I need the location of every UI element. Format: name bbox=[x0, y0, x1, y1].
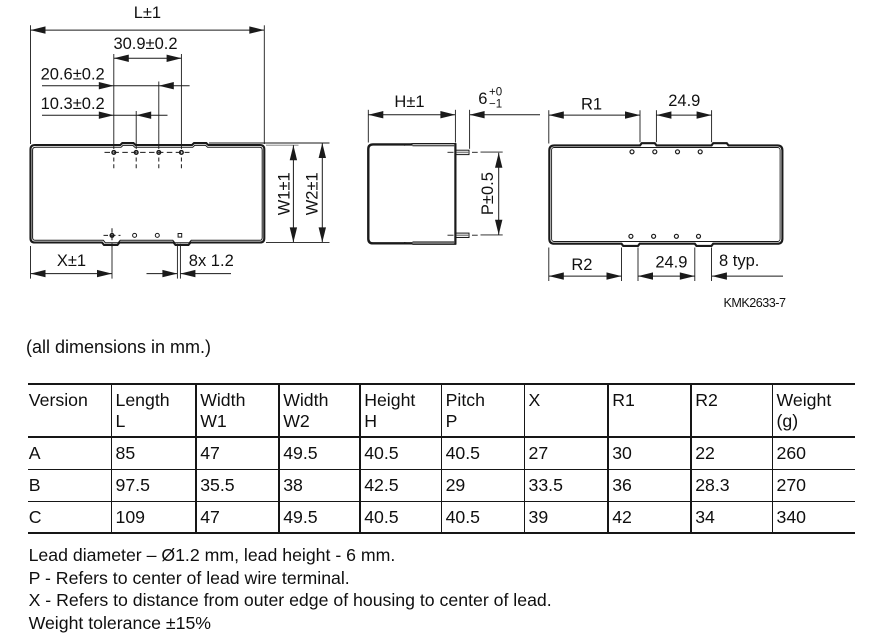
svg-text:24.9: 24.9 bbox=[655, 254, 687, 272]
svg-text:W2±1: W2±1 bbox=[303, 172, 321, 215]
svg-text:20.6±0.2: 20.6±0.2 bbox=[41, 65, 105, 83]
svg-text:R1: R1 bbox=[581, 95, 602, 113]
svg-text:H±1: H±1 bbox=[394, 93, 424, 111]
svg-text:W1±1: W1±1 bbox=[276, 172, 294, 215]
svg-text:10.3±0.2: 10.3±0.2 bbox=[41, 95, 105, 113]
svg-text:L±1: L±1 bbox=[134, 4, 161, 22]
svg-text:24.9: 24.9 bbox=[668, 92, 700, 110]
svg-text:KMK2633-7: KMK2633-7 bbox=[724, 296, 787, 310]
svg-text:+0: +0 bbox=[489, 87, 502, 99]
svg-text:6: 6 bbox=[478, 90, 487, 108]
svg-text:8x 1.2: 8x 1.2 bbox=[189, 252, 234, 270]
svg-text:−1: −1 bbox=[489, 99, 502, 111]
svg-text:30.9±0.2: 30.9±0.2 bbox=[113, 35, 177, 53]
svg-text:P±0.5: P±0.5 bbox=[479, 172, 497, 215]
svg-text:8 typ.: 8 typ. bbox=[719, 252, 759, 270]
svg-text:R2: R2 bbox=[571, 256, 592, 274]
svg-text:X±1: X±1 bbox=[57, 252, 86, 270]
